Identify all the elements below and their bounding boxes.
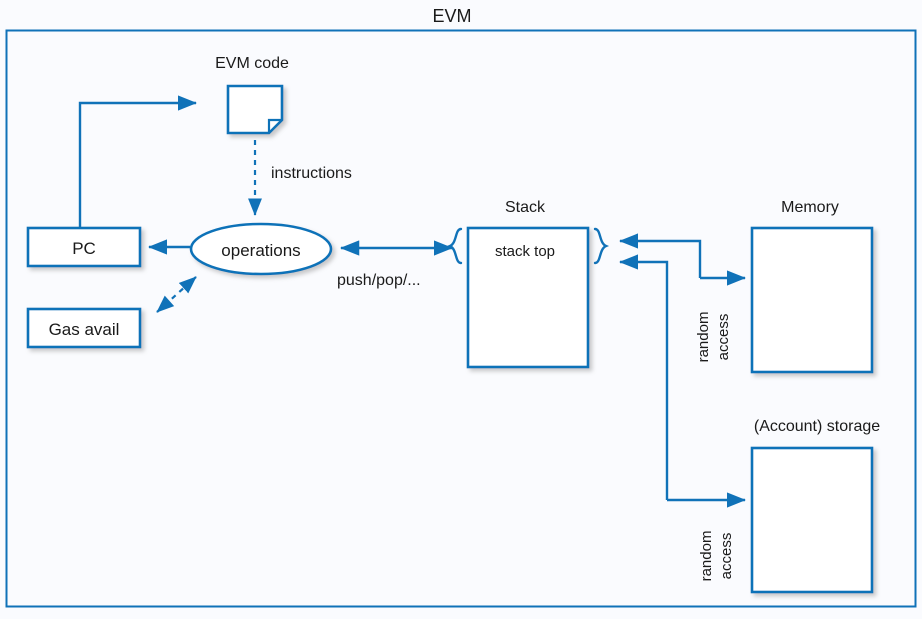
storage-random-label: random (698, 531, 715, 582)
stack-label: Stack (505, 199, 546, 216)
stack-top-label: stack top (495, 243, 555, 260)
operations-label: operations (221, 241, 300, 260)
memory-access-label: access (715, 314, 732, 361)
edge-pc-to-evmcode (78, 95, 197, 228)
gas-avail-node[interactable] (26, 307, 142, 349)
pc-label: PC (72, 239, 96, 258)
edge-gas-to-operations (156, 276, 197, 313)
memory-random-label: random (695, 312, 712, 363)
storage-label: (Account) storage (754, 418, 880, 435)
edge-storage-to-stack (619, 254, 669, 500)
stack-node[interactable] (466, 226, 590, 369)
evm-outer-frame (5, 29, 917, 608)
memory-label: Memory (781, 199, 839, 216)
edge-memory-to-stack (619, 233, 702, 278)
diagram-title: EVM (432, 6, 471, 26)
evm-code-node[interactable] (226, 84, 284, 135)
stack-right-brace (593, 227, 610, 265)
stack-left-brace (446, 227, 463, 265)
storage-node[interactable] (750, 446, 874, 594)
storage-access-label: access (718, 533, 735, 580)
evm-code-label: EVM code (215, 55, 289, 72)
push-pop-label: push/pop/... (337, 272, 421, 289)
instructions-label: instructions (271, 165, 352, 182)
memory-node[interactable] (750, 226, 874, 374)
operations-node[interactable] (189, 222, 333, 276)
pc-node[interactable] (26, 226, 142, 268)
gas-avail-label: Gas avail (49, 320, 120, 339)
